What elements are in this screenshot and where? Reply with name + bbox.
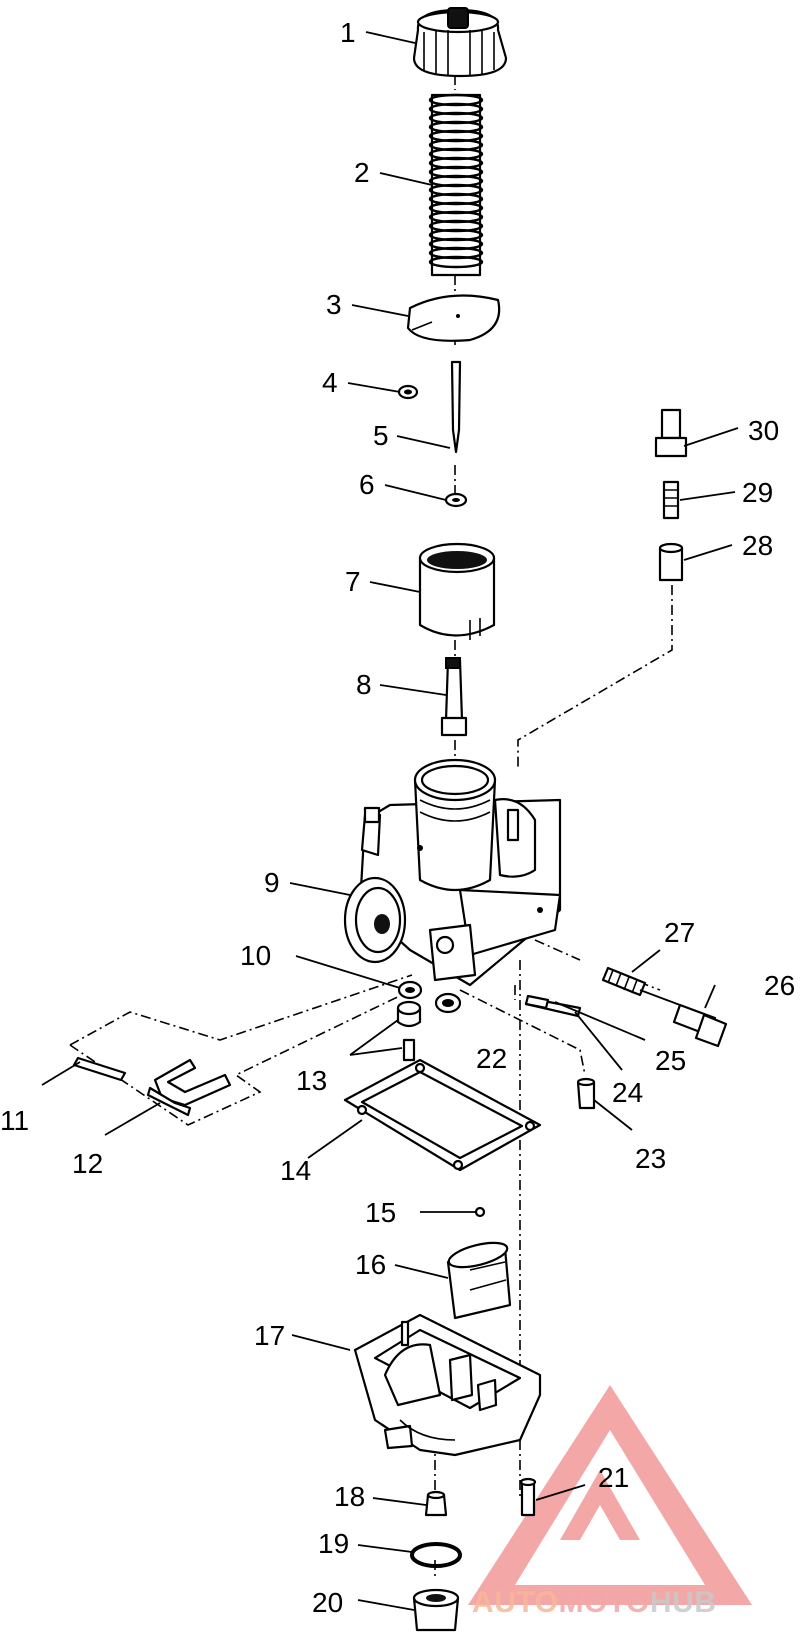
part-16-float: [446, 1241, 512, 1320]
callout-29: 29: [742, 477, 773, 508]
callout-3: 3: [326, 289, 342, 320]
part-13-pilot-jets: [396, 1000, 422, 1062]
callout-19: 19: [318, 1528, 349, 1559]
part-10-washer: [397, 980, 423, 1000]
part-28-cap: [658, 542, 684, 582]
watermark-auto: AUTO: [472, 1586, 558, 1619]
callout-13: 13: [296, 1065, 327, 1096]
callout-11: 11: [0, 1105, 29, 1136]
part-24-25-pilot-screw: [524, 994, 582, 1018]
part-11-strip: [72, 1056, 127, 1082]
part-4-clip: [397, 384, 419, 400]
part-19-o-ring: [410, 1542, 462, 1568]
part-3-plate: [406, 294, 501, 342]
part-9-carb-body: [343, 758, 562, 987]
part-29-spring: [662, 480, 680, 520]
part-22-plug: [434, 992, 462, 1014]
svg-text:AUTOMOTOHUB: AUTOMOTOHUB: [472, 1586, 716, 1619]
callout-9: 9: [264, 867, 280, 898]
callout-17: 17: [254, 1320, 285, 1351]
callout-4: 4: [322, 367, 338, 398]
callout-2: 2: [354, 157, 370, 188]
watermark-hub: HUB: [650, 1586, 717, 1619]
part-2-spring: [428, 93, 484, 277]
watermark-moto: MOTO: [558, 1586, 649, 1619]
part-5-needle: [450, 360, 462, 454]
callout-16: 16: [355, 1249, 386, 1280]
callout-24: 24: [612, 1077, 643, 1108]
callout-25: 25: [655, 1045, 686, 1076]
callout-6: 6: [359, 469, 375, 500]
callout-7: 7: [345, 566, 361, 597]
spring-coil: [428, 255, 484, 269]
callout-5: 5: [373, 420, 389, 451]
callout-12: 12: [72, 1148, 103, 1179]
part-23-screw: [576, 1077, 596, 1110]
part-21-screw: [519, 1477, 537, 1517]
part-27-spring: [601, 966, 647, 997]
callout-23: 23: [635, 1143, 666, 1174]
callout-15: 15: [365, 1197, 396, 1228]
part-20-drain-plug: [412, 1588, 460, 1632]
watermark-logo: [468, 1385, 752, 1605]
callout-26: 26: [764, 970, 795, 1001]
leader-lines: [41, 31, 739, 1611]
part-8-jet: [440, 657, 468, 737]
part-17-float-bowl: [353, 1313, 542, 1457]
callout-27: 27: [664, 917, 695, 948]
callout-1: 1: [340, 17, 356, 48]
part-14-gasket: [343, 1058, 542, 1172]
callout-21: 21: [598, 1462, 629, 1493]
part-15-ball: [474, 1206, 486, 1218]
part-30-adjuster: [654, 408, 688, 458]
callout-14: 14: [280, 1155, 311, 1186]
part-18-main-jet: [424, 1490, 448, 1517]
callout-18: 18: [334, 1481, 365, 1512]
callout-28: 28: [742, 530, 773, 561]
part-12-bracket: [146, 1058, 232, 1117]
callout-30: 30: [748, 415, 779, 446]
callout-labels: 1 2 3 4 5 6 7 8 9 10 11 12 13 14 15 16 1…: [0, 17, 795, 1618]
callout-22: 22: [476, 1043, 507, 1074]
part-1-cap: [412, 7, 508, 78]
callout-10: 10: [240, 940, 271, 971]
callout-20: 20: [312, 1587, 343, 1618]
callout-8: 8: [356, 669, 372, 700]
part-26-idle-screw: [639, 989, 728, 1048]
part-7-slide: [418, 542, 496, 640]
watermark-text: AUTOMOTOHUB: [472, 1586, 716, 1619]
watermark-triangle-icon: [468, 1385, 752, 1605]
part-6-washer: [444, 492, 468, 508]
